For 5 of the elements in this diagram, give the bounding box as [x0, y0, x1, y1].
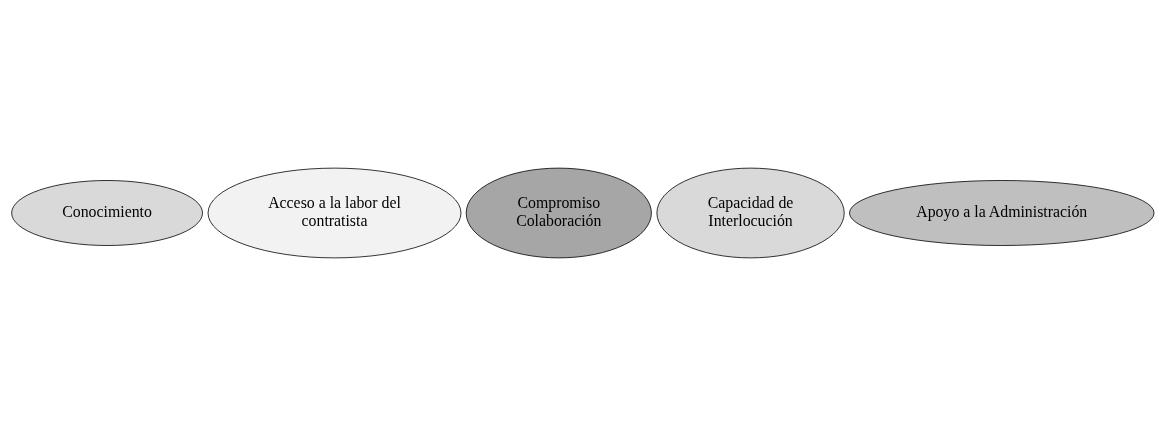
node-ellipse: Apoyo a la Administración	[849, 179, 1155, 246]
node-ellipse: Capacidad de Interlocución	[656, 167, 845, 258]
node-ellipse: Compromiso Colaboración	[465, 167, 652, 258]
node-ellipse: Acceso a la labor del contratista	[207, 167, 462, 258]
node-ellipse: Conocimiento	[11, 179, 203, 246]
